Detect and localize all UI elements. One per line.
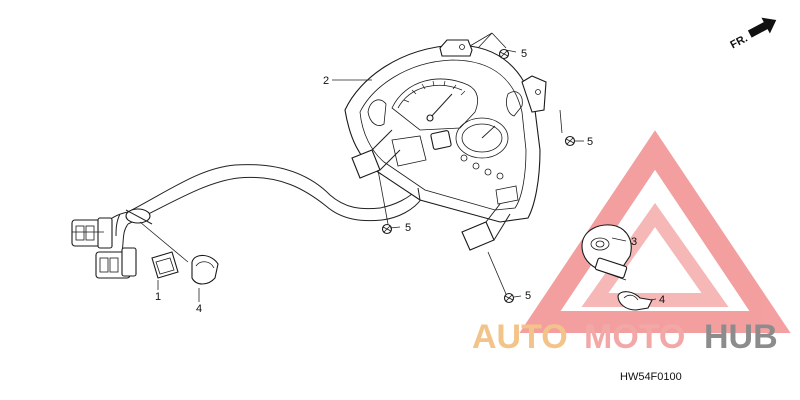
part-4-band-right bbox=[617, 291, 653, 311]
callout-1: 1 bbox=[155, 291, 161, 303]
watermark-auto: AUTO bbox=[472, 318, 568, 356]
part-3-socket bbox=[581, 224, 632, 281]
callout-4-right: 4 bbox=[659, 294, 665, 306]
bolt-bottom bbox=[503, 292, 515, 304]
connector-upper bbox=[71, 217, 113, 249]
leader-lines bbox=[139, 32, 657, 302]
speedometer-ticks bbox=[403, 80, 466, 103]
drawing-code: HW54F0100 bbox=[620, 371, 682, 383]
part-4-band-left bbox=[191, 254, 219, 285]
connector-lower bbox=[95, 247, 137, 279]
callout-3: 3 bbox=[631, 236, 637, 248]
bolt-right bbox=[564, 135, 576, 147]
bolt-top bbox=[498, 48, 510, 60]
callout-5-right: 5 bbox=[587, 136, 593, 148]
callout-5-left: 5 bbox=[405, 222, 411, 234]
watermark-logo bbox=[519, 130, 791, 333]
wire-harness bbox=[103, 164, 423, 253]
direction-label: FR. bbox=[728, 33, 749, 52]
speedometer-needle bbox=[429, 93, 453, 119]
watermark-text: AUTO MOTO HUB bbox=[472, 318, 778, 356]
meter-assembly bbox=[344, 39, 547, 251]
front-direction-indicator: FR. bbox=[728, 17, 777, 52]
part-1-pad bbox=[151, 251, 179, 279]
callout-5-bottom: 5 bbox=[525, 290, 531, 302]
callout-2: 2 bbox=[323, 75, 329, 87]
bolt-left bbox=[381, 223, 393, 235]
watermark-moto: MOTO bbox=[584, 318, 685, 356]
callout-4-left: 4 bbox=[196, 303, 202, 315]
callout-5-top: 5 bbox=[521, 48, 527, 60]
watermark-hub: HUB bbox=[704, 318, 778, 356]
front-arrow-icon bbox=[747, 17, 777, 38]
